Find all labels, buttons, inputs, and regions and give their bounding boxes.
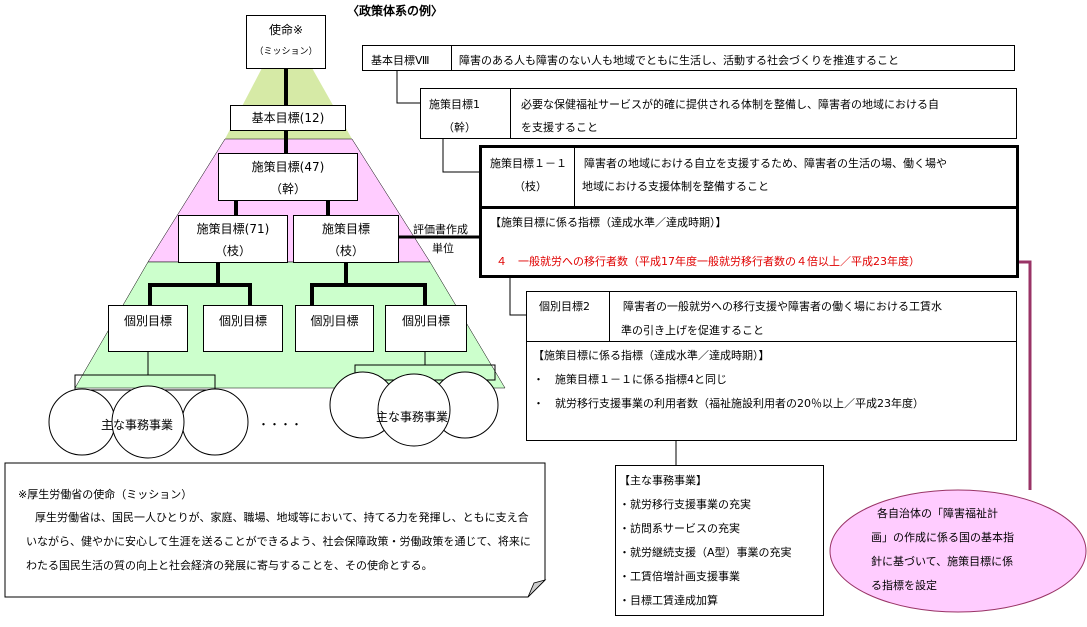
individual-goal-box: 個別目標 [108,305,188,352]
branch-a-sub: （枝） [214,244,251,258]
individual-goal-2-box: 個別目標2 障害者の一般就労への移行支援や障害者の働く場における工賃水 準の引き… [526,291,1017,441]
individual-goal-box: 個別目標 [385,305,467,352]
branch-a-label: 施策目標(71) [196,222,270,236]
mission-note-line: いながら、健やかに安心して生涯を送ることができるよう、社会保障政策・労働政策を通… [26,535,531,548]
diagram-title: 〈政策体系の例〉 [347,4,444,18]
main-project-item: ・訪問系サービスの充実 [619,522,740,535]
callout-text: 各自治体の「障害福祉計 [866,507,998,520]
main-project-item: ・目標工賃達成加算 [619,594,718,607]
basic-goal-8-box: 基本目標Ⅷ 障害のある人も障害のない人も地域でともに生活し、活動する社会づくりを… [362,45,1015,71]
pyramid-connectors [148,68,427,305]
policy-goal-1-1-box: 施策目標１－１ （枝） 障害者の地域における自立を支援するため、障害者の生活の場… [479,145,1019,278]
main-projects-left-label: 主な事務事業 [101,418,174,432]
individual-goal-2-text: 障害者の一般就労への移行支援や障害者の働く場における工賃水 [623,300,942,313]
policy-goals-branch-a-box: 施策目標(71) （枝） [178,215,288,263]
indicator-red-text: ４ 一般就労への移行者数（平成17年度一般就労移行者数の４倍以上／平成23年度） [496,255,920,268]
evaluation-unit-line1: 評価書作成 [413,223,468,236]
mission-label: 使命※ [268,23,304,37]
policy-goal-1-box: 施策目標1 （幹） 必要な保健福祉サービスが的確に提供される体制を整備し、障害者… [420,88,1017,139]
mission-box: 使命※ （ミッション） [246,15,326,69]
callout-text: 画」の作成に係る国の基本指 [871,531,1014,544]
basic-goal-8-label: 基本目標Ⅷ [371,54,430,67]
individual-goal-2-text-cont: 準の引き上げを促進すること [621,324,764,337]
individual-goal-box: 個別目標 [295,305,374,352]
policy-goal-1-text-cont: を支援すること [521,121,598,134]
policy-goal-1-1-text: 障害者の地域における自立を支援するため、障害者の生活の場、働く場や [584,157,947,170]
policy-goal-1-1-label: 施策目標１－１ [490,157,567,170]
main-projects-header: 【主な事務事業】 [619,474,707,487]
policy-goal-1-label: 施策目標1 [429,98,480,111]
basic-goal-8-text: 障害のある人も障害のない人も地域でともに生活し、活動する社会づくりを推進すること [459,54,899,67]
individual-goal-box: 個別目標 [203,305,283,352]
main-projects-right-label: 主な事務事業 [376,410,449,424]
policy-goals-trunk-sub: （幹） [269,182,306,196]
callout-text: 針に基づいて、施策目標に係 [871,555,1014,568]
policy-goals-trunk-box: 施策目標(47) （幹） [218,153,358,201]
branch-b-sub: （枝） [327,244,364,258]
individual-goal-2-label: 個別目標2 [539,300,590,313]
indicator-bullet: ・ 施策目標１－１に係る指標4と同じ [533,373,727,386]
indicator-bullet: ・ 就労移行支援事業の利用者数（福祉施設利用者の20％以上／平成23年度） [533,397,924,410]
main-project-item: ・就労継続支援（A型）事業の充実 [619,546,792,559]
callout-ellipse [829,489,1087,613]
mission-note-line: わたる国民生活の質の向上と社会経済の発展に寄与することを、その使命とする。 [26,559,433,572]
indicator-header-2: 【施策目標に係る指標（達成水準／達成時期）】 [533,349,770,362]
policy-goals-branch-b-box: 施策目標 （枝） [293,215,399,263]
mission-note-title: ※厚生労働省の使命（ミッション） [18,488,193,501]
indicator-header: 【施策目標に係る指標（達成水準／達成時期）】 [490,216,727,229]
mission-note-line: 厚生労働省は、国民一人ひとりが、家庭、職場、地域等において、持てる力を発揮し、と… [24,511,529,524]
branch-b-label: 施策目標 [321,222,370,236]
main-projects-box: 【主な事務事業】 ・就労移行支援事業の充実 ・訪問系サービスの充実 ・就労継続支… [615,465,824,616]
policy-goal-1-1-sub: （枝） [514,180,547,193]
policy-goals-trunk-label: 施策目標(47) [251,160,325,174]
evaluation-unit-line2: 単位 [432,242,454,255]
policy-goal-1-sub: （幹） [443,121,476,134]
main-project-item: ・工賃倍増計画支援事業 [619,570,740,583]
project-circles [48,371,499,459]
basic-goals-box: 基本目標(12) [230,105,346,131]
policy-goal-1-text: 必要な保健福祉サービスが的確に提供される体制を整備し、障害者の地域における自 [521,98,939,111]
policy-goal-1-1-text-cont: 地域における支援体制を整備すること [582,180,769,193]
ellipsis-dots: ・・・・ [258,418,302,431]
main-project-item: ・就労移行支援事業の充実 [619,498,751,511]
mission-note-box [4,462,546,598]
callout-text: る指標を設定 [871,579,937,592]
mission-sub: （ミッション） [254,47,318,57]
